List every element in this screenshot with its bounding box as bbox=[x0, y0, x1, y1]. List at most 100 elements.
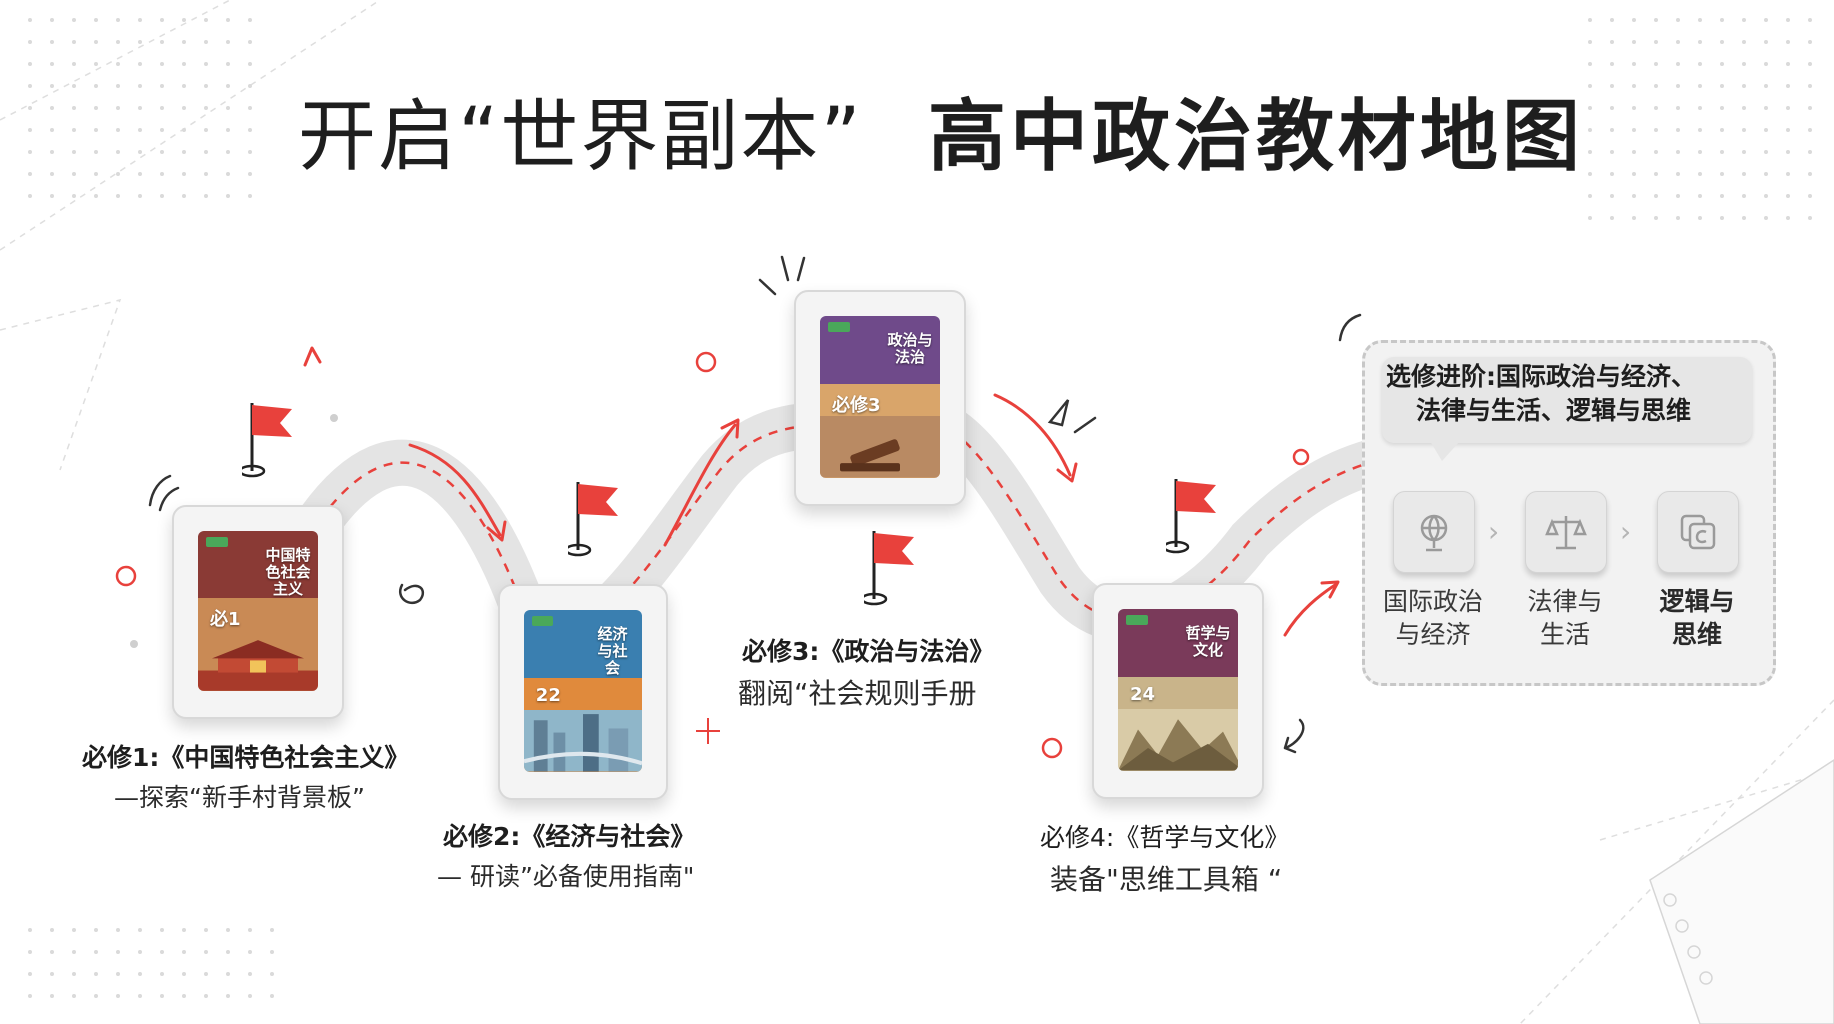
grid-dot bbox=[1764, 106, 1768, 110]
grid-dot bbox=[1786, 216, 1790, 220]
grid-dot bbox=[204, 84, 208, 88]
grid-dot bbox=[1632, 40, 1636, 44]
grid-dot bbox=[72, 150, 76, 154]
grid-dot bbox=[1720, 62, 1724, 66]
grid-dot bbox=[226, 18, 230, 22]
grid-dot bbox=[72, 84, 76, 88]
caption-title: 必修4:《哲学与文化》 bbox=[1040, 823, 1290, 852]
grid-dot bbox=[1654, 194, 1658, 198]
grid-dot bbox=[1676, 128, 1680, 132]
grid-dot bbox=[1654, 128, 1658, 132]
grid-dot bbox=[138, 950, 142, 954]
grid-dot bbox=[116, 928, 120, 932]
grid-dot bbox=[1676, 84, 1680, 88]
grid-dot bbox=[1654, 172, 1658, 176]
book-card-compulsory-3[interactable]: 政治与法治 必修3 bbox=[794, 290, 966, 506]
grid-dot bbox=[1742, 216, 1746, 220]
grid-dot bbox=[72, 950, 76, 954]
grid-dot bbox=[160, 18, 164, 22]
tiananmen-scene-icon bbox=[198, 640, 318, 691]
grid-dot bbox=[1632, 172, 1636, 176]
grid-dot bbox=[226, 40, 230, 44]
grid-dot bbox=[50, 972, 54, 976]
caption-subtitle: 装备"思维工具箱 “ bbox=[1050, 863, 1283, 896]
grid-dot bbox=[248, 928, 252, 932]
grid-dot bbox=[160, 84, 164, 88]
grid-dot bbox=[116, 194, 120, 198]
grid-dot bbox=[204, 128, 208, 132]
elective-tile-law[interactable] bbox=[1525, 491, 1607, 573]
grid-dot bbox=[138, 18, 142, 22]
grid-dot bbox=[248, 950, 252, 954]
grid-dot bbox=[1742, 62, 1746, 66]
grid-dot bbox=[1720, 128, 1724, 132]
grid-dot bbox=[1764, 150, 1768, 154]
grid-dot bbox=[248, 994, 252, 998]
grid-dot bbox=[94, 928, 98, 932]
grid-dot bbox=[1808, 150, 1812, 154]
grid-dot bbox=[226, 928, 230, 932]
elective-title-line1: 选修进阶:国际政治与经济、 bbox=[1386, 362, 1696, 391]
caption-title: 必修2:《经济与社会》 bbox=[443, 822, 696, 851]
grid-dot bbox=[1588, 128, 1592, 132]
grid-dot bbox=[28, 172, 32, 176]
grid-dot bbox=[248, 62, 252, 66]
grid-dot bbox=[204, 928, 208, 932]
grid-dot bbox=[248, 172, 252, 176]
grid-dot bbox=[182, 106, 186, 110]
grid-dot bbox=[94, 18, 98, 22]
elective-label-line1: 国际政治 bbox=[1382, 587, 1483, 616]
grid-dot bbox=[204, 40, 208, 44]
elective-tile-international[interactable] bbox=[1393, 491, 1475, 573]
book-card-compulsory-2[interactable]: 经济与社会 22 bbox=[498, 584, 668, 800]
grid-dot bbox=[204, 194, 208, 198]
grid-dot bbox=[160, 994, 164, 998]
grid-dot bbox=[28, 994, 32, 998]
grid-dot bbox=[28, 84, 32, 88]
grid-dot bbox=[94, 950, 98, 954]
grid-dot bbox=[182, 194, 186, 198]
book-cover-title: 中国特色社会主义 bbox=[265, 546, 311, 598]
grid-dot bbox=[1764, 194, 1768, 198]
grid-dot bbox=[1720, 172, 1724, 176]
grid-dot bbox=[1632, 216, 1636, 220]
grid-dot bbox=[1764, 84, 1768, 88]
grid-dot bbox=[1676, 62, 1680, 66]
grid-dot bbox=[72, 172, 76, 176]
grid-dot bbox=[226, 950, 230, 954]
grid-dot bbox=[1676, 194, 1680, 198]
grid-dot bbox=[1808, 128, 1812, 132]
grid-dot bbox=[1786, 84, 1790, 88]
grid-dot bbox=[50, 106, 54, 110]
book-card-compulsory-4[interactable]: 哲学与文化 24 bbox=[1092, 583, 1264, 799]
book-cover-title: 政治与法治 bbox=[887, 331, 933, 367]
grid-dot bbox=[1588, 106, 1592, 110]
grid-dot bbox=[226, 84, 230, 88]
grid-dot bbox=[182, 62, 186, 66]
grid-dot bbox=[116, 84, 120, 88]
grid-dot bbox=[1632, 128, 1636, 132]
caption-compulsory-3: 必修3:《政治与法治》 翻阅“社会规则手册 bbox=[738, 632, 994, 712]
grid-dot bbox=[50, 128, 54, 132]
caption-subtitle: —探索“新手村背景板” bbox=[114, 783, 365, 812]
grid-dot bbox=[94, 194, 98, 198]
grid-dot bbox=[1588, 18, 1592, 22]
chevron-right-icon: › bbox=[1488, 515, 1500, 548]
book-card-compulsory-1[interactable]: 中国特色社会主义 必1 bbox=[172, 505, 344, 719]
grid-dot bbox=[1720, 150, 1724, 154]
grid-dot bbox=[1610, 194, 1614, 198]
grid-dot bbox=[1610, 150, 1614, 154]
grid-dot bbox=[248, 84, 252, 88]
grid-dot bbox=[138, 62, 142, 66]
grid-dot bbox=[1698, 216, 1702, 220]
grid-dot bbox=[72, 62, 76, 66]
grid-dot bbox=[94, 972, 98, 976]
grid-dot bbox=[138, 928, 142, 932]
elective-tile-logic[interactable] bbox=[1657, 491, 1739, 573]
grid-dot bbox=[248, 972, 252, 976]
grid-dot bbox=[1786, 62, 1790, 66]
grid-dot bbox=[1764, 40, 1768, 44]
grid-dot bbox=[182, 950, 186, 954]
